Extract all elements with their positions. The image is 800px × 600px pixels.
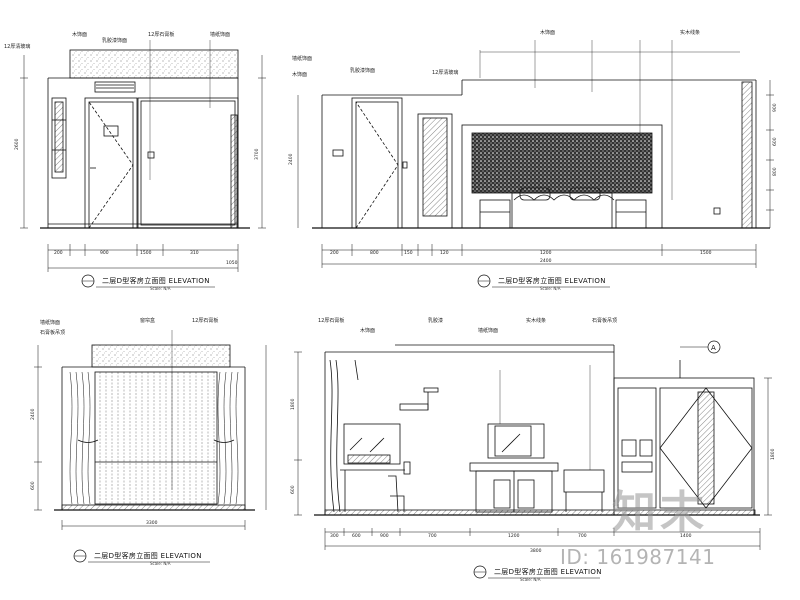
elevation-a-callouts: 12厚清玻璃 木饰面 乳胶漆饰面 12厚石膏板 墙纸饰面: [4, 31, 230, 50]
callout-a-1: 木饰面: [72, 31, 87, 38]
elevation-a: [40, 40, 250, 229]
dim-d-0: 300: [330, 533, 339, 539]
elevation-d-title: 二层D型客房立面图 ELEVATION: [494, 568, 602, 576]
elevation-c-title: 二层D型客房立面图 ELEVATION: [94, 552, 202, 560]
watermark-logo: 知末: [612, 487, 708, 538]
elevation-c-title-block: [73, 549, 210, 563]
dim-d-2: 900: [380, 533, 389, 539]
callout-b-3: 12厚清玻璃: [432, 69, 458, 76]
dim-a-4: 1050: [226, 260, 238, 266]
callout-d-0: 12厚石膏板: [318, 317, 344, 324]
callout-d-4: 实木线条: [526, 317, 546, 324]
callout-a-3: 12厚石膏板: [148, 31, 174, 38]
dim-d-5: 700: [578, 533, 587, 539]
dim-b-4: 1200: [540, 250, 552, 256]
elevation-d-callouts: 12厚石膏板 木饰面 乳胶漆 墙纸饰面 实木线条 石膏板吊顶: [318, 317, 617, 334]
callout-b-1: 木饰面: [292, 71, 307, 78]
dim-b-1: 800: [370, 250, 379, 256]
callout-d-2: 乳胶漆: [428, 317, 443, 324]
callout-c-0: 墙纸饰面: [40, 319, 60, 326]
dim-a-0: 200: [54, 250, 63, 256]
elevation-b-title-block: [477, 274, 610, 288]
curtain-folds: [69, 371, 239, 505]
elevation-c-dims: 3300 2400 600: [30, 345, 267, 530]
dim-a-2: 1500: [140, 250, 152, 256]
dim-b-0: 200: [330, 250, 339, 256]
watermark-id: ID: 161987141: [560, 545, 716, 569]
dim-d-4: 1200: [508, 533, 520, 539]
elevation-d-scale: Scale: N/A: [520, 577, 541, 582]
dim-d-6: 1400: [680, 533, 692, 539]
dim-b-left-0: 2400: [288, 153, 294, 165]
elevation-d-marker: A: [680, 340, 721, 354]
dim-d-left-1: 600: [290, 485, 296, 494]
callout-b-0: 墙纸饰面: [292, 55, 312, 62]
elevation-d-title-block: [473, 565, 600, 579]
elevation-b-title: 二层D型客房立面图 ELEVATION: [498, 277, 606, 285]
elevation-c-callouts: 墙纸饰面 石膏板吊顶 窗帘盒 12厚石膏板: [40, 317, 218, 336]
callout-c-3: 12厚石膏板: [192, 317, 218, 324]
elevation-c: [54, 330, 255, 511]
elevation-b-scale: Scale: N/A: [540, 286, 561, 291]
elevation-b-dims: 200 800 150 120 1200 2400 1500 2400 900 …: [288, 80, 778, 268]
callout-a-2: 乳胶漆饰面: [102, 37, 127, 44]
dim-c-0: 3300: [146, 520, 158, 526]
dim-b-right-1: 600: [772, 137, 778, 146]
dim-d-left-0: 1800: [290, 398, 296, 410]
dim-d-total: 3800: [530, 548, 542, 554]
dim-a-1: 900: [100, 250, 109, 256]
elevation-a-title-block: [81, 274, 215, 288]
section-marker-label: A: [711, 344, 716, 352]
dim-b-6: 1500: [700, 250, 712, 256]
dim-d-1: 600: [352, 533, 361, 539]
dim-b-2: 150: [404, 250, 413, 256]
dim-a-right-0: 3700: [254, 148, 260, 160]
callout-d-1: 木饰面: [360, 327, 375, 334]
elevation-c-scale: Scale: N/A: [150, 561, 171, 566]
callout-c-1: 石膏板吊顶: [40, 329, 65, 336]
callout-b-4: 木饰面: [540, 29, 555, 36]
callout-d-5: 石膏板吊顶: [592, 317, 617, 324]
dim-a-3: 310: [190, 250, 199, 256]
elevation-d-dims: 300 600 900 700 1200 700 1400 3800 1800 …: [290, 351, 776, 554]
dim-b-3: 120: [440, 250, 449, 256]
dim-d-right-0: 1800: [770, 448, 776, 460]
callout-a-4: 墙纸饰面: [210, 31, 230, 38]
dim-a-left-0: 2600: [14, 138, 20, 150]
callout-d-3: 墙纸饰面: [478, 327, 498, 334]
callout-a-0: 12厚清玻璃: [4, 43, 30, 50]
elevation-b-callouts: 墙纸饰面 木饰面 乳胶漆饰面 12厚清玻璃 木饰面 实木线条: [292, 29, 700, 78]
callout-b-5: 实木线条: [680, 29, 700, 36]
elevation-a-dims: 200 900 1500 310 1050 2600 3700: [14, 55, 266, 272]
elevation-d: [314, 344, 760, 516]
elevation-a-scale: Scale: N/A: [150, 286, 171, 291]
elevation-a-title: 二层D型客房立面图 ELEVATION: [102, 277, 210, 285]
dim-b-right-0: 900: [772, 103, 778, 112]
dim-b-right-2: 800: [772, 167, 778, 176]
callout-c-2: 窗帘盒: [140, 317, 155, 324]
dim-c-left-0: 2400: [30, 408, 36, 420]
callout-b-2: 乳胶漆饰面: [350, 67, 375, 74]
dim-c-left-1: 600: [30, 481, 36, 490]
elevation-b: [312, 40, 770, 229]
sheer-curtain: [99, 372, 215, 504]
dim-b-5: 2400: [540, 258, 552, 264]
dim-d-3: 700: [428, 533, 437, 539]
